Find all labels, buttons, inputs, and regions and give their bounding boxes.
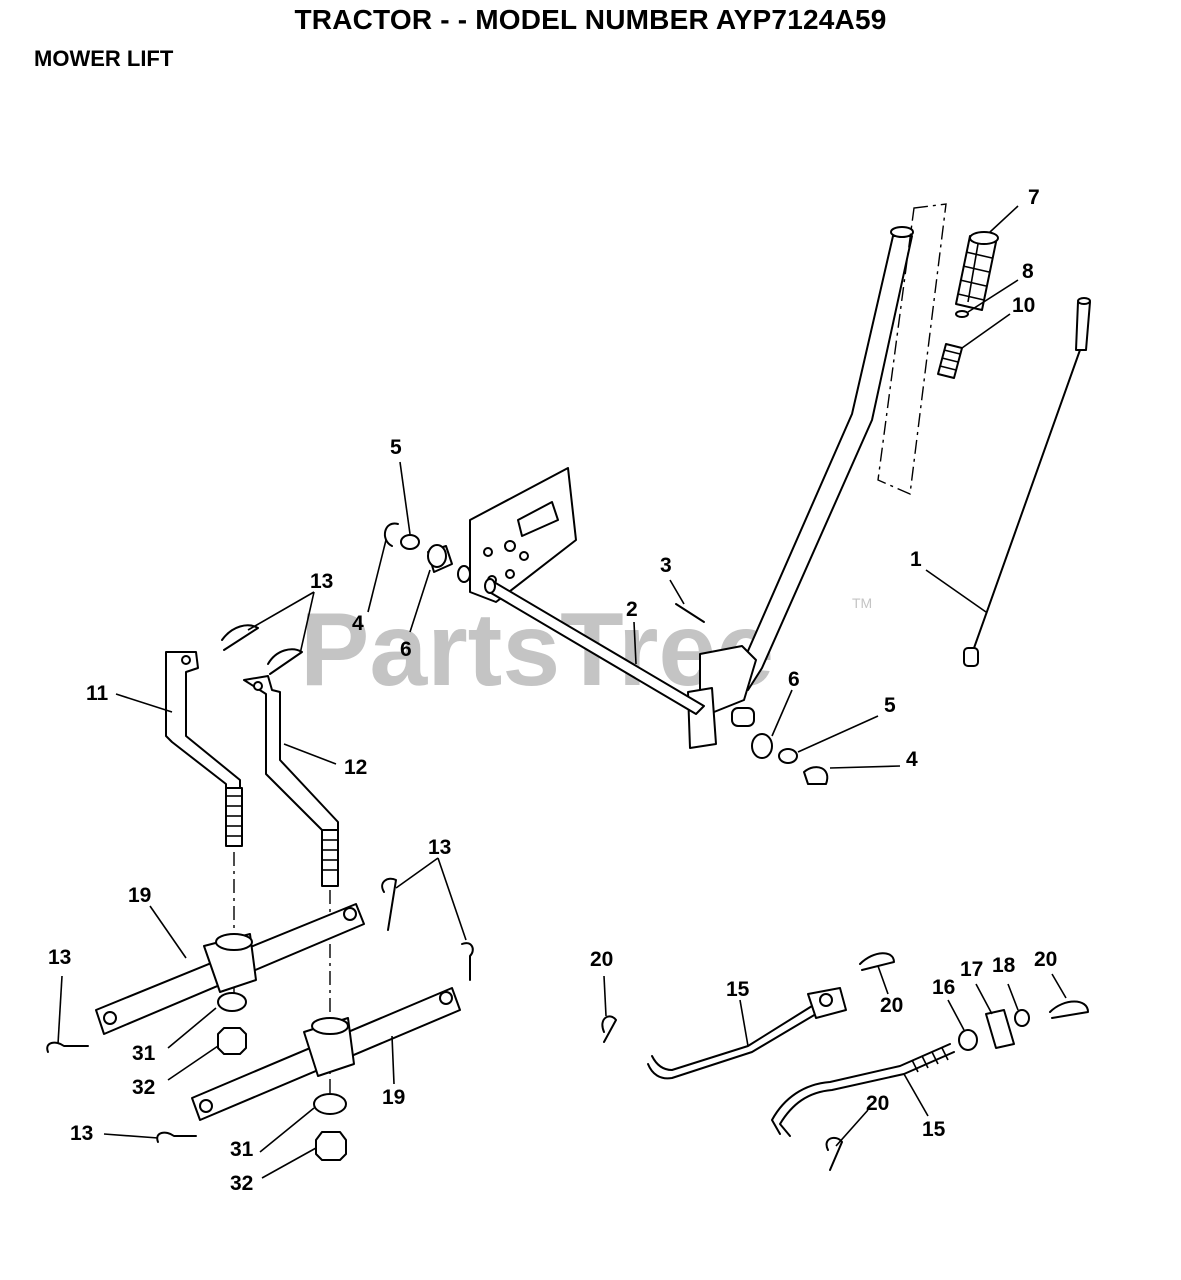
hairpin-clip bbox=[46, 1041, 89, 1053]
callout-20: 20 bbox=[880, 994, 903, 1017]
bushing-part bbox=[427, 544, 453, 573]
callout-6: 6 bbox=[400, 638, 412, 661]
lift-arm-lower bbox=[191, 987, 461, 1121]
washer-31-left bbox=[217, 992, 247, 1012]
callout-19: 19 bbox=[128, 884, 151, 907]
callout-15: 15 bbox=[922, 1118, 946, 1141]
lift-rod bbox=[963, 297, 1091, 667]
hairpin-clip-20 bbox=[601, 1015, 617, 1043]
callout-4: 4 bbox=[906, 748, 918, 771]
hairpin-clip bbox=[156, 1131, 197, 1143]
callout-19: 19 bbox=[382, 1086, 405, 1109]
washer-31-right bbox=[313, 1093, 347, 1115]
washer-part bbox=[400, 534, 420, 550]
callout-5: 5 bbox=[884, 694, 896, 717]
lift-link-left bbox=[165, 651, 243, 847]
callout-31: 31 bbox=[230, 1138, 254, 1161]
washer-part-lower bbox=[778, 748, 798, 764]
lift-bracket bbox=[469, 467, 577, 603]
nut-32-left bbox=[217, 1027, 247, 1055]
callout-13: 13 bbox=[48, 946, 71, 969]
callout-32: 32 bbox=[230, 1172, 253, 1195]
callout-13: 13 bbox=[428, 836, 451, 859]
callout-18: 18 bbox=[992, 954, 1016, 977]
callout-2: 2 bbox=[626, 598, 638, 621]
diagram-title: TRACTOR - - MODEL NUMBER AYP7124A59 bbox=[294, 4, 887, 35]
lift-lever bbox=[687, 226, 914, 749]
block-17 bbox=[985, 1009, 1015, 1049]
callout-5: 5 bbox=[390, 436, 402, 459]
lift-arm-upper bbox=[95, 903, 365, 1035]
callout-20: 20 bbox=[590, 948, 613, 971]
cotter-pin-part bbox=[675, 603, 705, 623]
handle-grip bbox=[955, 231, 999, 311]
bushing-end bbox=[457, 565, 471, 583]
hairpin-clip bbox=[381, 877, 397, 931]
callout-7: 7 bbox=[1028, 186, 1040, 209]
callout-6: 6 bbox=[788, 668, 800, 691]
washer-16 bbox=[958, 1029, 978, 1051]
hairpin-clip-20 bbox=[859, 952, 895, 971]
callout-32: 32 bbox=[132, 1076, 155, 1099]
e-clip-part bbox=[383, 522, 399, 547]
callout-20: 20 bbox=[1034, 948, 1057, 971]
callout-3: 3 bbox=[660, 554, 672, 577]
callout-12: 12 bbox=[344, 756, 367, 779]
lift-link-right bbox=[243, 675, 339, 887]
leader-lines bbox=[57, 205, 1067, 1179]
callout-10: 10 bbox=[1012, 294, 1035, 317]
nut-18 bbox=[1014, 1009, 1030, 1027]
callout-20: 20 bbox=[866, 1092, 889, 1115]
nut-32-right bbox=[315, 1131, 347, 1161]
grip-outline bbox=[877, 203, 947, 496]
callout-16: 16 bbox=[932, 976, 955, 999]
watermark-trademark: TM bbox=[852, 595, 872, 611]
callout-4: 4 bbox=[352, 612, 364, 635]
hairpin-clip bbox=[267, 648, 303, 675]
hairpin-clip bbox=[461, 942, 474, 981]
spring-part bbox=[937, 343, 963, 379]
callout-31: 31 bbox=[132, 1042, 156, 1065]
link-rod-upper bbox=[647, 987, 847, 1080]
lift-shaft bbox=[484, 578, 705, 715]
callout-1: 1 bbox=[910, 548, 922, 571]
bushing-part-lower bbox=[751, 733, 773, 759]
hairpin-clip-20 bbox=[1049, 1000, 1089, 1019]
pin-part bbox=[955, 310, 969, 318]
hairpin-clip bbox=[221, 624, 259, 651]
e-clip-part-lower bbox=[803, 766, 829, 785]
callout-13: 13 bbox=[310, 570, 333, 593]
section-title: MOWER LIFT bbox=[34, 46, 174, 71]
callout-8: 8 bbox=[1022, 260, 1034, 283]
hairpin-clip-20 bbox=[825, 1136, 843, 1171]
callout-11: 11 bbox=[86, 682, 109, 705]
callout-15: 15 bbox=[726, 978, 750, 1001]
link-rod-lower bbox=[771, 1043, 955, 1137]
callout-13: 13 bbox=[70, 1122, 93, 1145]
callout-17: 17 bbox=[960, 958, 983, 981]
